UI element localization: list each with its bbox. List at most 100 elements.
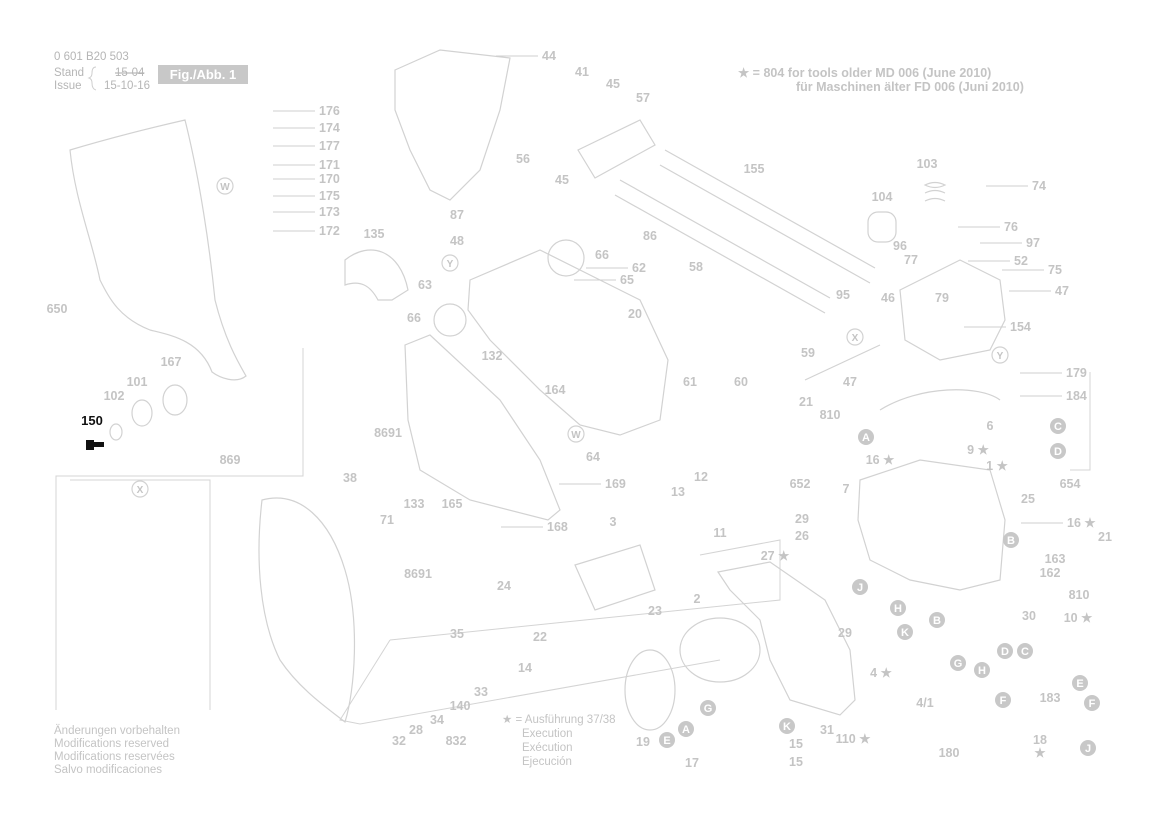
part-number-label: 183 <box>1040 691 1061 705</box>
part-number-label: 172 <box>319 224 340 238</box>
shaft-59 <box>804 344 881 381</box>
part-number-label: 96 <box>893 239 907 253</box>
svg-text:X: X <box>852 333 859 344</box>
svg-text:G: G <box>704 703 713 715</box>
upper-housing <box>394 49 511 201</box>
part-number-label: 165 <box>442 497 463 511</box>
part-number-label: 175 <box>319 189 340 203</box>
badge-e1: E <box>1072 675 1088 691</box>
part-number-label: 15 <box>789 755 803 769</box>
svg-text:W: W <box>571 430 581 441</box>
power-cable <box>879 389 1001 411</box>
note-line-1: ★ = 804 for tools older MD 006 (June 201… <box>738 66 991 80</box>
part-number-label: 16 ★ <box>866 453 895 467</box>
footer-line-3: Modifications reservées <box>54 751 175 763</box>
footer-line-2: Modifications reserved <box>54 738 169 750</box>
svg-text:K: K <box>783 721 791 733</box>
part-number-label: 95 <box>836 288 850 302</box>
part-number-label: 17 <box>685 756 699 770</box>
group-frame-base <box>339 639 721 725</box>
badge-k1: K <box>897 624 913 640</box>
part-number-label: 652 <box>790 477 811 491</box>
part-number-label: 168 <box>547 520 568 534</box>
svg-text:E: E <box>663 735 670 747</box>
ring-marker-w2: W <box>567 425 585 443</box>
badge-a1: A <box>858 429 874 445</box>
badge-j2: J <box>1080 740 1096 756</box>
part-number-label: 25 <box>1021 492 1035 506</box>
part-number-label: 56 <box>516 152 530 166</box>
part-number-label: 33 <box>474 685 488 699</box>
badge-c1: C <box>1050 418 1066 434</box>
ring-marker-y1: Y <box>441 254 459 272</box>
svg-text:C: C <box>1021 646 1029 658</box>
part-number-label: 869 <box>220 453 241 467</box>
washer-102 <box>109 423 123 441</box>
part-number-label: 19 <box>636 735 650 749</box>
svg-text:B: B <box>1007 535 1015 547</box>
svg-text:A: A <box>682 724 690 736</box>
figure-tag: Fig./Abb. 1 <box>170 67 236 82</box>
part-number-label: 110 ★ <box>836 732 872 746</box>
svg-text:H: H <box>894 603 902 615</box>
part-number-label: 21 <box>1098 530 1112 544</box>
part-number-label: 97 <box>1026 236 1040 250</box>
svg-text:A: A <box>862 432 870 444</box>
slide-rail-upper <box>664 149 876 269</box>
ring-marker-y2: Y <box>991 346 1009 364</box>
ring-marker-w1: W <box>216 177 234 195</box>
badge-d1: D <box>1050 443 1066 459</box>
part-number-label: 810 <box>820 408 841 422</box>
part-number-label: 650 <box>47 302 68 316</box>
ring-marker-x1: X <box>846 328 864 346</box>
header-brace <box>87 66 97 91</box>
part-number-label: 35 <box>450 627 464 641</box>
part-number-label: 87 <box>450 208 464 222</box>
part-number-label: 59 <box>801 346 815 360</box>
part-number-label: 10 ★ <box>1064 611 1093 625</box>
group-frame-869 <box>70 479 211 710</box>
part-number-label: 48 <box>450 234 464 248</box>
rail-carrier <box>899 259 1006 361</box>
svg-text:K: K <box>901 627 909 639</box>
part-number-label: 150 <box>81 413 103 428</box>
badge-h1: H <box>890 600 906 616</box>
part-number-label: 47 <box>1055 284 1069 298</box>
part-number-label: 57 <box>636 91 650 105</box>
part-number-label: 66 <box>595 248 609 262</box>
part-number-label: 14 <box>518 661 532 675</box>
part-number-label: 29 <box>795 512 809 526</box>
svg-text:X: X <box>137 485 144 496</box>
part-number-label: 28 <box>409 723 423 737</box>
stand-label: Stand <box>54 67 84 79</box>
part-number-label: 8691 <box>374 426 402 440</box>
part-number-label: 8691 <box>404 567 432 581</box>
part-number-label: 23 <box>648 604 662 618</box>
part-number-label: 22 <box>533 630 547 644</box>
footer-line-4: Salvo modificaciones <box>54 764 162 776</box>
part-number-label: 32 <box>392 734 406 748</box>
plate-57 <box>577 119 656 179</box>
part-number-label: 2 <box>694 592 701 606</box>
part-number-label: 26 <box>795 529 809 543</box>
part-number-label: 76 <box>1004 220 1018 234</box>
svg-text:W: W <box>220 182 230 193</box>
part-number-label: 13 <box>671 485 685 499</box>
saw-arm <box>467 249 669 436</box>
part-number-label: 135 <box>364 227 385 241</box>
part-number-label: 65 <box>620 273 634 287</box>
part-number-label: 20 <box>628 307 642 321</box>
svg-text:J: J <box>1085 743 1091 755</box>
part-number-label: 66 <box>407 311 421 325</box>
part-number-label: 58 <box>689 260 703 274</box>
handle-shell <box>716 561 856 716</box>
doc-number: 0 601 B20 503 <box>54 51 129 63</box>
slide-rail-lower <box>619 179 831 299</box>
part-number-label: 38 <box>343 471 357 485</box>
badge-f1: F <box>1084 695 1100 711</box>
part-number-label: 52 <box>1014 254 1028 268</box>
part-number-label: 41 <box>575 65 589 79</box>
badge-a2: A <box>678 721 694 737</box>
